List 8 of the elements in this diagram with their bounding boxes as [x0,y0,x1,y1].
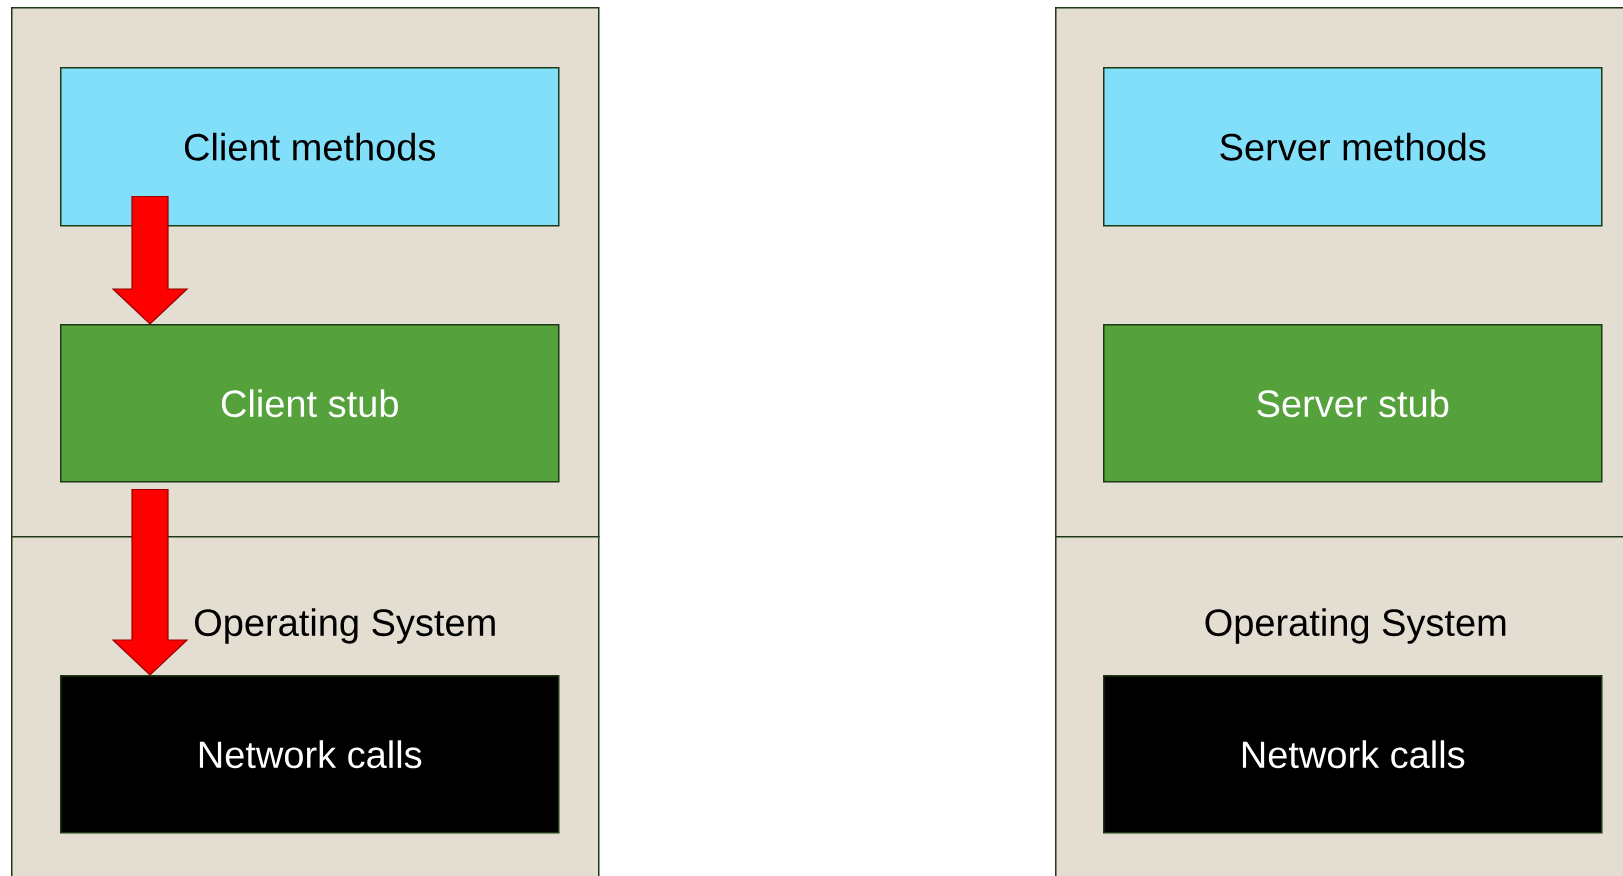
layer-box: Client stub [60,324,560,483]
layer-box: Server methods [1103,67,1603,227]
layer-box: Network calls [60,675,560,834]
layer-box: Network calls [1103,675,1603,834]
arrow [111,488,189,676]
layer-box: Client methods [60,67,560,227]
layer-box: Server stub [1103,324,1603,483]
arrow [111,195,189,325]
